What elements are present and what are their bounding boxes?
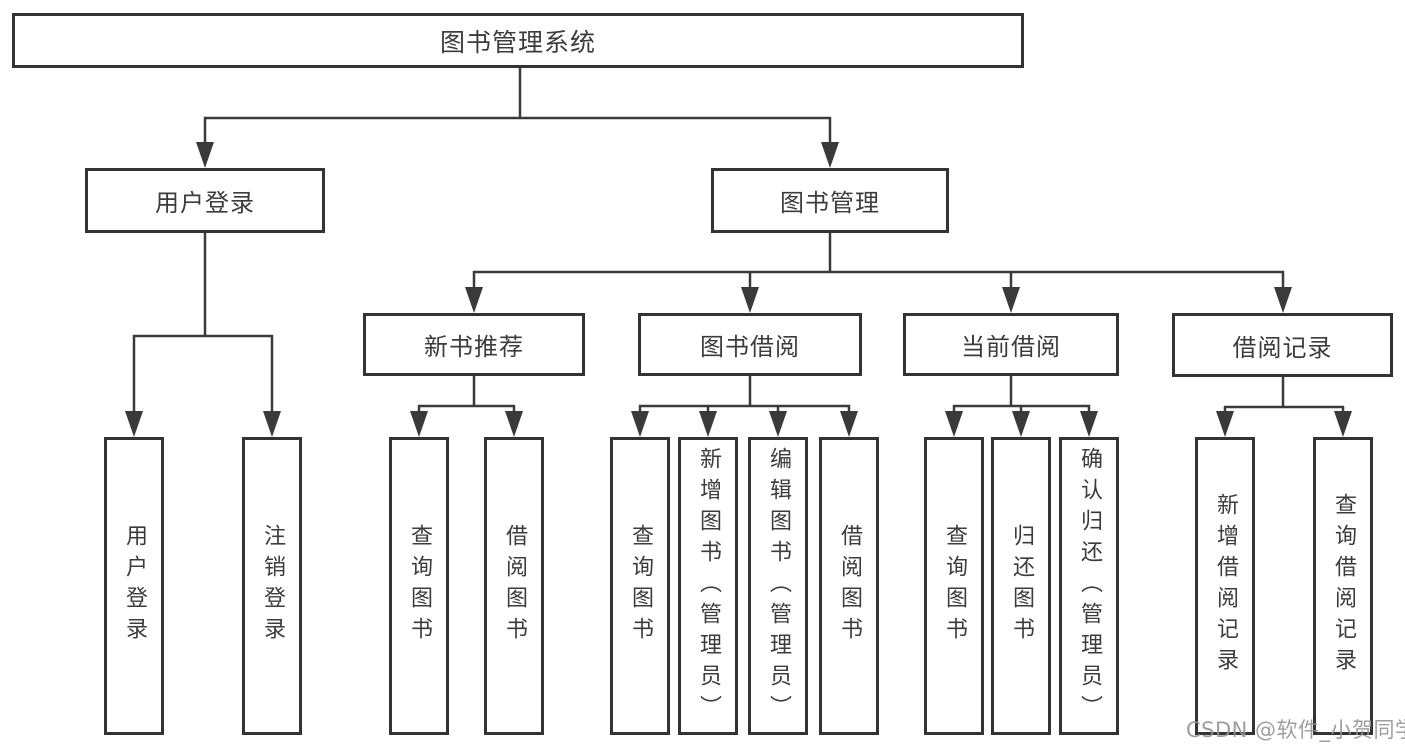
node-label: 归还图书 xyxy=(1009,524,1034,648)
node-label: 用户登录 xyxy=(155,189,255,217)
node-new-book-recommendation: 新书推荐 xyxy=(363,313,585,376)
leaf-query-borrow-record: 查询借阅记录 xyxy=(1313,437,1373,735)
leaf-borrow-books-borrowing: 借阅图书 xyxy=(819,437,879,735)
node-label: 借阅记录 xyxy=(1232,333,1333,362)
root-node-library-management-system: 图书管理系统 xyxy=(12,13,1024,68)
node-label: 确认归还（管理员） xyxy=(1077,446,1102,726)
leaf-confirm-return-admin: 确认归还（管理员） xyxy=(1059,437,1119,735)
node-label: 图书管理 xyxy=(780,189,880,217)
leaf-query-books-borrowing: 查询图书 xyxy=(610,437,670,735)
leaf-borrow-books-recommend: 借阅图书 xyxy=(484,437,544,735)
node-label: 当前借阅 xyxy=(961,333,1061,361)
node-current-borrowing: 当前借阅 xyxy=(903,313,1119,376)
node-label: 图书借阅 xyxy=(700,333,800,361)
connector-current-borrowing-children xyxy=(945,376,1098,437)
leaf-query-books-current: 查询图书 xyxy=(924,437,984,735)
leaf-add-borrow-record: 新增借阅记录 xyxy=(1195,437,1255,735)
node-book-management: 图书管理 xyxy=(711,168,949,233)
node-label: 借阅图书 xyxy=(502,524,527,648)
connector-book-borrowing-children xyxy=(631,376,858,437)
node-label: 注销登录 xyxy=(260,524,285,648)
connector-root-to-level2 xyxy=(196,66,839,168)
node-label: 新书推荐 xyxy=(424,333,524,361)
node-label: 用户登录 xyxy=(122,524,147,648)
node-book-borrowing: 图书借阅 xyxy=(638,313,862,376)
leaf-edit-books-admin: 编辑图书（管理员） xyxy=(748,437,808,735)
leaf-logout: 注销登录 xyxy=(242,437,302,735)
node-label: 编辑图书（管理员） xyxy=(766,446,791,726)
leaf-query-books-recommend: 查询图书 xyxy=(389,437,449,735)
connector-borrowing-records-children xyxy=(1216,376,1352,437)
leaf-return-books: 归还图书 xyxy=(991,437,1051,735)
connector-new-book-recommendation-children xyxy=(410,376,523,437)
node-label: 图书管理系统 xyxy=(439,27,596,57)
node-label: 查询图书 xyxy=(407,524,432,648)
node-borrowing-records: 借阅记录 xyxy=(1172,313,1393,377)
node-label: 查询图书 xyxy=(628,524,653,648)
node-label: 查询借阅记录 xyxy=(1331,493,1356,679)
node-label: 新增借阅记录 xyxy=(1213,493,1238,679)
leaf-add-books-admin: 新增图书（管理员） xyxy=(678,437,738,735)
node-label: 新增图书（管理员） xyxy=(696,446,721,726)
node-label: 借阅图书 xyxy=(837,524,862,648)
connector-book-management-children xyxy=(465,233,1292,313)
node-label: 查询图书 xyxy=(942,524,967,648)
watermark: CSDN @软件_小贺同学 xyxy=(1186,718,1405,742)
connector-user-login-children xyxy=(125,233,281,437)
leaf-user-login: 用户登录 xyxy=(104,437,164,735)
node-user-login: 用户登录 xyxy=(85,168,325,233)
